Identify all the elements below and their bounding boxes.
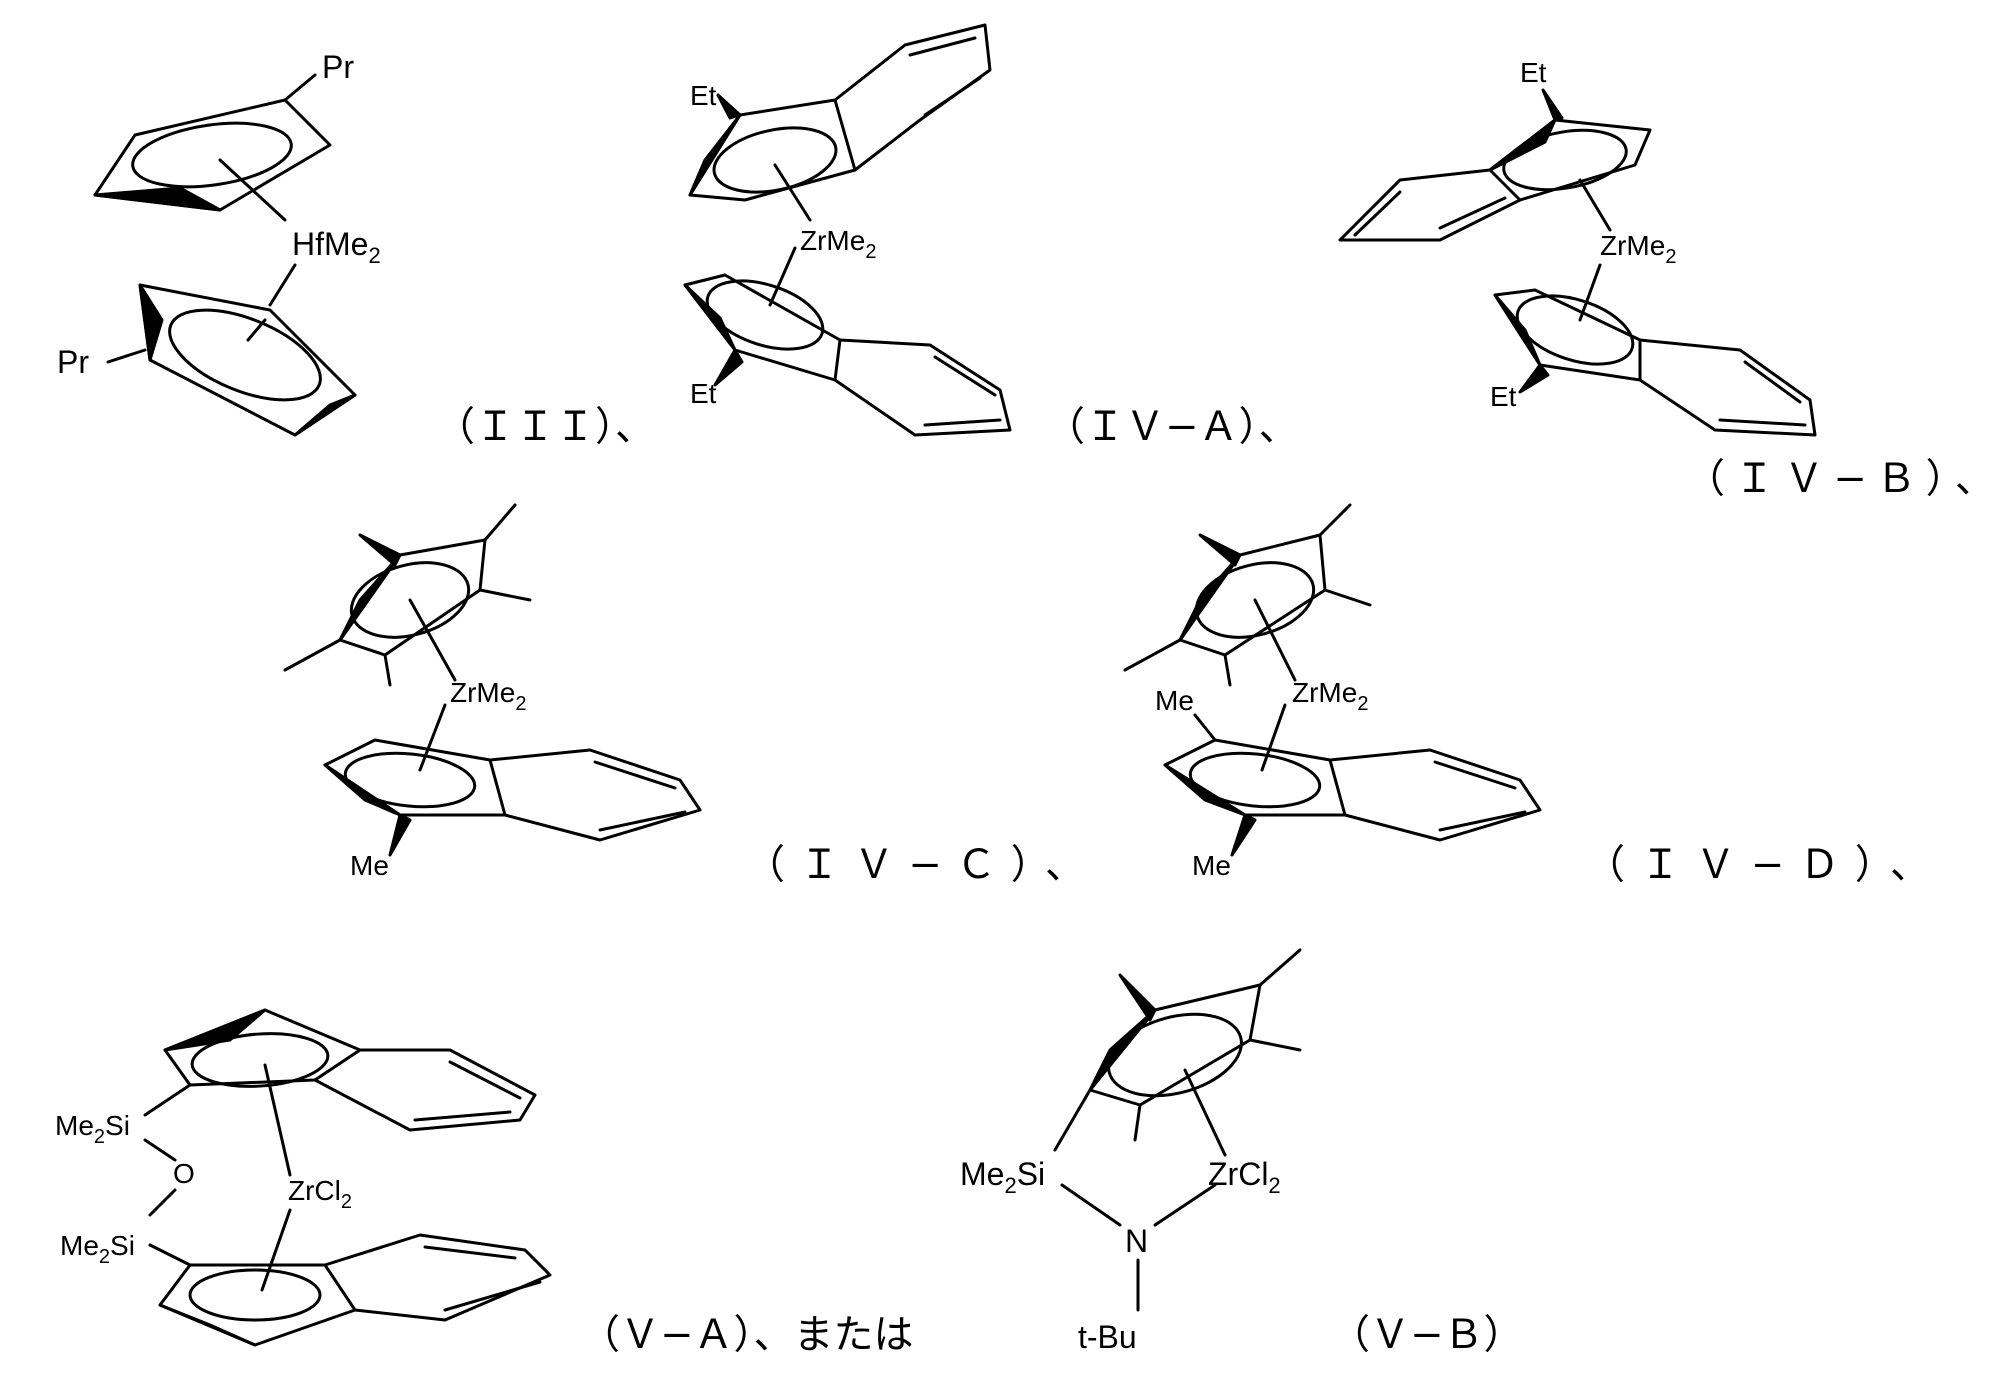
zr-bond-bottom (262, 1210, 290, 1290)
si-o-bond (145, 1140, 175, 1160)
label-et-bottom-ivb: Et (1490, 381, 1517, 412)
me-wedge (1120, 975, 1155, 1020)
structure-v-a (145, 1010, 550, 1345)
et-wedge-top (718, 95, 740, 118)
wedge-bottom (1495, 295, 1540, 365)
ring-circle-bottom (343, 747, 478, 812)
wedge-bottom (1165, 765, 1245, 815)
label-o-va: O (173, 1158, 195, 1189)
indenyl-five-ring-bottom (1495, 290, 1640, 380)
me-wedge-bottom (1232, 815, 1255, 855)
cp-wedge-bottom (140, 285, 162, 360)
si-n-bond (1062, 1185, 1120, 1225)
zr-bond-top (1580, 180, 1610, 230)
label-zrcl2-vb: ZrCl2 (1208, 1156, 1281, 1198)
pr-bond-bottom (108, 350, 145, 362)
label-zrme2-ivc: ZrMe2 (450, 677, 526, 715)
si-bond-bottom (150, 1245, 190, 1265)
pr-bond-top (285, 75, 315, 100)
me-wedge-bottom (390, 815, 410, 855)
label-et-top-iva: Et (690, 80, 717, 111)
label-me-bottom-ivd: Me (1192, 850, 1231, 881)
n-zr-bond (1155, 1185, 1215, 1225)
wedge-bottom (325, 765, 400, 815)
label-zrcl2-va: ZrCl2 (288, 1175, 352, 1213)
caption-iii: （ＩＩＩ）、 (435, 404, 655, 450)
ring-circle-bottom (190, 1270, 320, 1320)
label-zrme2-iva: ZrMe2 (800, 225, 876, 263)
cp-wedge-top (1180, 555, 1240, 640)
label-me2si-top-va: Me2Si (55, 1110, 130, 1148)
label-me2si-vb: Me2Si (960, 1156, 1045, 1198)
indenyl-five-ring-top (165, 1010, 360, 1085)
me-wedge-top (360, 535, 400, 565)
cp-circle-top (129, 114, 296, 196)
me-bond-top (1195, 715, 1215, 740)
et-wedge-top (1543, 90, 1562, 120)
ring-circle-bottom (1188, 747, 1323, 812)
hf-bond-top (220, 160, 285, 220)
caption-iv-d: （ＩＶ−Ｄ）、 (1585, 842, 1930, 888)
zr-bond-bottom (1262, 705, 1285, 770)
cp-wedge (1090, 1010, 1155, 1090)
structure-v-b (1055, 950, 1300, 1310)
hf-bond-bottom (270, 265, 295, 305)
caption-iv-a: （ＩＶ−Ａ）、 (1045, 404, 1299, 450)
si-bond-top (145, 1085, 190, 1115)
indenyl-five-ring-bottom (160, 1265, 355, 1345)
si-bond (1055, 1090, 1090, 1150)
et-wedge-bottom (715, 350, 742, 385)
cp-wedge-bottom2 (295, 395, 355, 435)
caption-v-b: （Ｖ−Ｂ） (1330, 1312, 1524, 1358)
cp-wedge-top (340, 555, 400, 640)
o-si-bond (150, 1190, 175, 1215)
benzo-ring-top (835, 25, 990, 170)
label-me-top-ivd: Me (1155, 685, 1194, 716)
et-wedge-bottom (1520, 365, 1548, 392)
label-hfme2: HfMe2 (292, 226, 381, 268)
label-zrme2-ivd: ZrMe2 (1292, 677, 1368, 715)
indenyl-five-ring-bottom (685, 275, 840, 380)
atom-labels: Pr Pr HfMe2 Et Et ZrMe2 Et Et ZrMe2 ZrMe… (55, 49, 1676, 1355)
zr-bond (1185, 1070, 1225, 1155)
label-n-vb: N (1125, 1223, 1148, 1259)
label-me-ivc: Me (350, 850, 389, 881)
hf-tick-bottom (248, 320, 265, 340)
label-et-bottom-iva: Et (690, 378, 717, 409)
label-tbu-vb: t-Bu (1078, 1319, 1137, 1355)
label-et-top-ivb: Et (1520, 57, 1547, 88)
label-me2si-bottom-va: Me2Si (60, 1230, 135, 1268)
caption-v-a: （Ｖ−Ａ）、または (580, 1312, 914, 1358)
cp-circle (1099, 1001, 1250, 1110)
cp-wedge-top (95, 188, 220, 210)
caption-iv-c: （ＩＶ−Ｃ）、 (745, 842, 1085, 888)
me-wedge-top (1200, 535, 1240, 565)
zr-bond-bottom (1580, 265, 1600, 320)
indenyl-five-ring-bottom (325, 740, 505, 815)
zr-bond-bottom (770, 248, 795, 305)
zr-bond-top (775, 165, 810, 220)
ring-circle-top (1499, 122, 1631, 199)
label-zrme2-ivb: ZrMe2 (1600, 230, 1676, 268)
label-pr-bottom: Pr (57, 344, 89, 380)
label-pr-top: Pr (322, 49, 354, 85)
wedge-top (690, 115, 740, 195)
cp-circle-bottom (157, 292, 332, 419)
structure-iv-b (1340, 90, 1815, 435)
caption-iv-b: （ＩＶ−Ｂ）、 (1685, 456, 1995, 502)
